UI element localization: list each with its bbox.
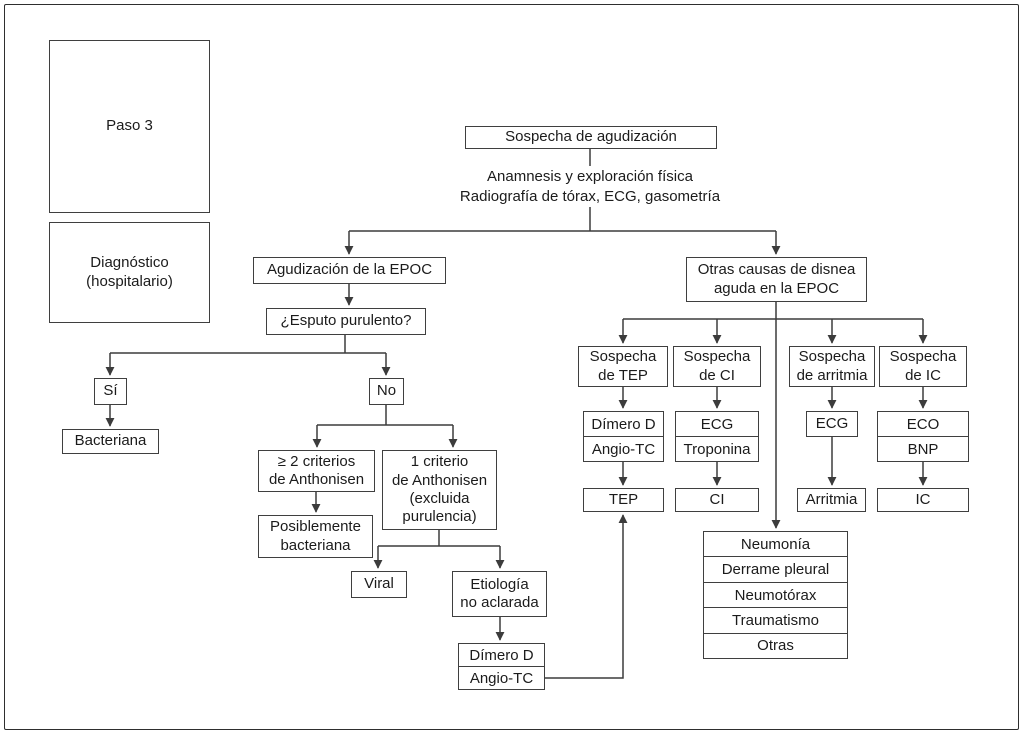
legend-diagnostico-box: Diagnóstico (hospitalario) bbox=[49, 222, 210, 323]
list-item-otras: Otras bbox=[704, 632, 847, 658]
node-si: Sí bbox=[94, 378, 127, 405]
node-lista-otras-causas: Neumonía Derrame pleural Neumotórax Trau… bbox=[703, 531, 848, 659]
node-sospecha-ci: Sospecha de CI bbox=[673, 346, 761, 387]
node-tep: TEP bbox=[583, 488, 664, 512]
node-criterio-1: 1 criterio de Anthonisen (excluida purul… bbox=[382, 450, 497, 530]
node-pruebas-ci: ECG Troponina bbox=[675, 411, 759, 462]
node-criterios-2: ≥ 2 criterios de Anthonisen bbox=[258, 450, 375, 492]
node-viral: Viral bbox=[351, 571, 407, 598]
node-ic: IC bbox=[877, 488, 969, 512]
list-item-neumotorax: Neumotórax bbox=[704, 581, 847, 607]
node-posiblemente-bacteriana: Posiblemente bacteriana bbox=[258, 515, 373, 558]
node-sospecha-arritmia: Sospecha de arritmia bbox=[789, 346, 875, 387]
node-sospecha-agudizacion: Sospecha de agudización bbox=[465, 126, 717, 149]
test-ecg: ECG bbox=[700, 415, 734, 433]
node-esputo-purulento: ¿Esputo purulento? bbox=[266, 308, 426, 335]
node-arritmia: Arritmia bbox=[797, 488, 866, 512]
list-item-neumonia: Neumonía bbox=[740, 535, 811, 553]
test-bnp: BNP bbox=[878, 436, 968, 461]
legend-paso-box: Paso 3 bbox=[49, 40, 210, 213]
node-pruebas-ic: ECO BNP bbox=[877, 411, 969, 462]
node-agudizacion-epoc: Agudización de la EPOC bbox=[253, 257, 446, 284]
test-angio-tc: Angio-TC bbox=[584, 436, 663, 461]
test-eco: ECO bbox=[906, 415, 940, 433]
test-dimero-d: Dímero D bbox=[469, 646, 534, 664]
test-angio-tc: Angio-TC bbox=[459, 666, 544, 689]
test-troponina: Troponina bbox=[676, 436, 758, 461]
node-pruebas-tep: Dímero D Angio-TC bbox=[583, 411, 664, 462]
outer-border bbox=[4, 4, 1019, 730]
node-bacteriana: Bacteriana bbox=[62, 429, 159, 454]
node-sospecha-tep: Sospecha de TEP bbox=[578, 346, 668, 387]
node-anamnesis-text: Anamnesis y exploración física Radiograf… bbox=[459, 167, 721, 205]
node-pruebas-etiologia: Dímero D Angio-TC bbox=[458, 643, 545, 690]
node-pruebas-arritmia: ECG bbox=[806, 411, 858, 437]
node-otras-causas: Otras causas de disnea aguda en la EPOC bbox=[686, 257, 867, 302]
list-item-traumatismo: Traumatismo bbox=[704, 607, 847, 632]
test-dimero-d: Dímero D bbox=[591, 415, 656, 433]
node-etiologia-no-aclarada: Etiología no aclarada bbox=[452, 571, 547, 617]
node-ci: CI bbox=[675, 488, 759, 512]
node-no: No bbox=[369, 378, 404, 405]
list-item-derrame-pleural: Derrame pleural bbox=[704, 556, 847, 581]
node-sospecha-ic: Sospecha de IC bbox=[879, 346, 967, 387]
